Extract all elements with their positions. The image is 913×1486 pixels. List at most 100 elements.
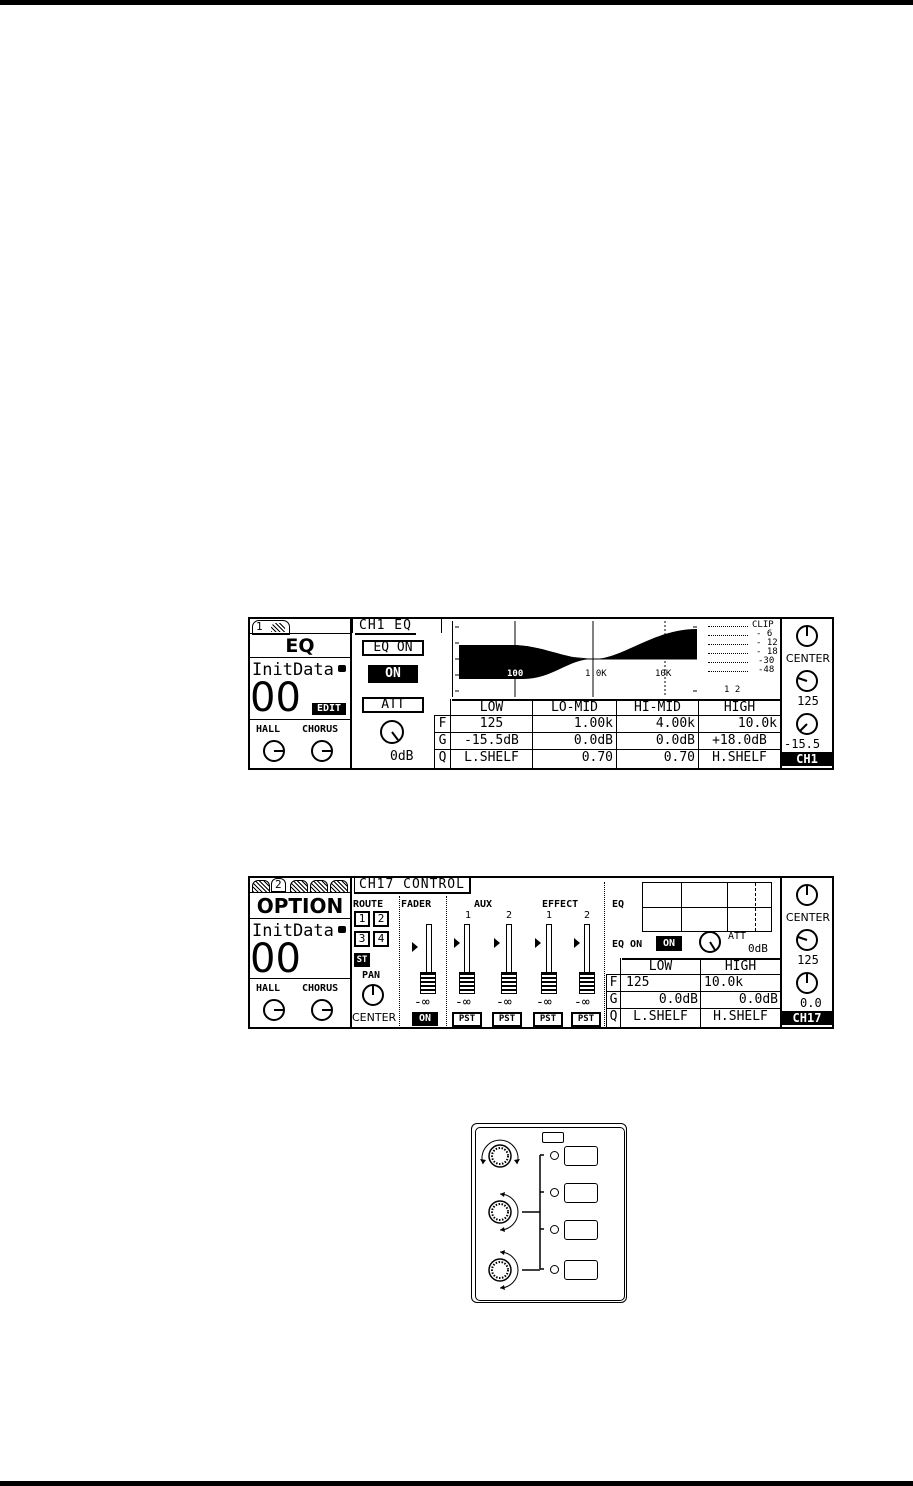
- meter-label-18: - 18: [756, 647, 778, 657]
- gain-low[interactable]: -15.5dB: [464, 733, 519, 748]
- meter-channels: 1 2: [724, 685, 741, 695]
- gain-hi-mid[interactable]: 0.0dB: [655, 733, 695, 748]
- pan-knob-icon[interactable]: [360, 982, 388, 1008]
- pan-knob-icon[interactable]: [794, 623, 822, 649]
- meter-label-12: - 12: [756, 638, 778, 648]
- freq-axis-label-1k: 1.0K: [585, 669, 607, 679]
- effect-2-pst-button[interactable]: PST: [571, 1012, 601, 1027]
- scene-panel: 1 EQ InitData 00 EDIT HALL CHORUS: [250, 619, 352, 768]
- band-header-high: HIGH: [724, 959, 757, 974]
- effect-1-cap[interactable]: [541, 972, 557, 994]
- freq-knob-icon[interactable]: [794, 927, 822, 953]
- eq-lcd-screen: 1 EQ InitData 00 EDIT HALL CHORUS CH1 EQ…: [248, 617, 834, 770]
- panel-button-4[interactable]: [564, 1260, 598, 1280]
- aux-2-cap[interactable]: [501, 972, 517, 994]
- freq-lo-mid[interactable]: 1.00k: [573, 716, 613, 731]
- gain-knob-icon[interactable]: [794, 970, 822, 996]
- pan-knob-icon-right[interactable]: [794, 882, 822, 908]
- middle-rotary-encoder-icon[interactable]: [478, 1190, 522, 1234]
- row-label-g: G: [609, 992, 618, 1007]
- top-rule: [0, 0, 913, 5]
- knob-column: CENTER 125 0.0 CH17: [780, 878, 834, 1027]
- fader-cap[interactable]: [420, 972, 436, 994]
- aux-2-number: 2: [506, 910, 513, 921]
- q-low[interactable]: L.SHELF: [464, 750, 519, 765]
- q-high[interactable]: H.SHELF: [713, 1009, 768, 1024]
- meter-label-6: - 6: [756, 629, 773, 639]
- channel-title: CH17 CONTROL: [354, 878, 471, 894]
- route-button-3[interactable]: 3: [354, 931, 370, 947]
- eq-parameter-table: LOW LO-MID HI-MID HIGH F G Q 125 1.00k 4…: [434, 699, 780, 768]
- freq-hi-mid[interactable]: 4.00k: [655, 716, 695, 731]
- route-button-2[interactable]: 2: [373, 911, 389, 927]
- gain-knob-icon[interactable]: [794, 711, 822, 737]
- aux-1-pst-button[interactable]: PST: [452, 1012, 482, 1027]
- control-panel-illustration: [471, 1123, 627, 1303]
- button-connector-lines: [522, 1154, 544, 1271]
- fader-label: FADER: [401, 899, 432, 910]
- channel-badge: CH1: [782, 752, 832, 766]
- q-hi-mid[interactable]: 0.70: [663, 750, 695, 765]
- lock-icon: [338, 665, 346, 672]
- row-label-q: Q: [609, 1009, 618, 1024]
- hall-knob-icon[interactable]: [262, 998, 288, 1022]
- hall-knob-icon[interactable]: [262, 739, 288, 763]
- eq-on-label: EQ ON: [612, 939, 643, 950]
- gain-high[interactable]: 0.0dB: [738, 992, 778, 1007]
- band-header-low: LOW: [479, 700, 504, 715]
- gain-low[interactable]: 0.0dB: [658, 992, 698, 1007]
- eq-on-button[interactable]: ON: [656, 936, 682, 951]
- q-high[interactable]: H.SHELF: [712, 750, 767, 765]
- q-low[interactable]: L.SHELF: [633, 1009, 688, 1024]
- pan-value: CENTER: [352, 1011, 397, 1024]
- page-tab[interactable]: 1: [252, 620, 290, 635]
- bottom-rotary-encoder-icon[interactable]: [478, 1248, 522, 1292]
- att-knob-icon[interactable]: [698, 930, 724, 956]
- route-st-button[interactable]: ST: [354, 953, 370, 967]
- edit-badge: EDIT: [312, 703, 346, 715]
- freq-low[interactable]: 125: [626, 975, 650, 990]
- gain-lo-mid[interactable]: 0.0dB: [573, 733, 613, 748]
- led-4-icon: [550, 1265, 559, 1274]
- route-button-1[interactable]: 1: [354, 911, 370, 927]
- level-meter: CLIP - 6 - 12 - 18 -30 -48 1 2: [702, 621, 780, 697]
- effect-2-cap[interactable]: [579, 972, 595, 994]
- freq-high[interactable]: 10.0k: [737, 716, 777, 731]
- freq-axis-label-100: 100: [507, 669, 524, 679]
- q-lo-mid[interactable]: 0.70: [581, 750, 613, 765]
- aux-1-level: -∞: [455, 995, 471, 1010]
- option-lcd-screen: 2 OPTION InitData 00 HALL CHORUS CH17 CO…: [248, 876, 834, 1029]
- att-knob-icon[interactable]: [378, 718, 408, 748]
- eq-on-button[interactable]: ON: [368, 665, 418, 683]
- page-tabs[interactable]: 2: [250, 878, 350, 893]
- freq-high[interactable]: 10.0k: [704, 975, 744, 990]
- indicator-button[interactable]: [542, 1132, 564, 1143]
- row-label-q: Q: [438, 750, 447, 765]
- freq-knob-icon[interactable]: [794, 668, 822, 694]
- eq-mini-graph: [642, 882, 772, 932]
- aux-label: AUX: [474, 899, 493, 910]
- aux-1-number: 1: [465, 910, 472, 921]
- hall-label: HALL: [256, 724, 281, 735]
- effect-label: EFFECT: [542, 899, 579, 910]
- aux-2-pst-button[interactable]: PST: [492, 1012, 522, 1027]
- band-header-high: HIGH: [723, 700, 756, 715]
- panel-button-2[interactable]: [564, 1183, 598, 1203]
- top-rotary-encoder-icon[interactable]: [478, 1134, 522, 1178]
- channel-badge: CH17: [782, 1011, 832, 1025]
- chorus-knob-icon[interactable]: [310, 739, 336, 763]
- panel-button-1[interactable]: [564, 1146, 598, 1166]
- eq-curve-graph: 100 1.0K 10K: [452, 621, 699, 697]
- gain-high[interactable]: +18.0dB: [712, 733, 767, 748]
- fader-pointer-icon: [412, 942, 418, 952]
- freq-low[interactable]: 125: [479, 716, 504, 731]
- scene-memory-number: 00: [250, 675, 301, 721]
- bottom-rule: [0, 1481, 913, 1486]
- aux-1-pointer-icon: [454, 938, 460, 948]
- aux-1-cap[interactable]: [459, 972, 475, 994]
- route-button-4[interactable]: 4: [373, 931, 389, 947]
- effect-1-pst-button[interactable]: PST: [533, 1012, 563, 1027]
- fader-on-button[interactable]: ON: [412, 1012, 438, 1026]
- panel-button-3[interactable]: [564, 1220, 598, 1240]
- chorus-knob-icon[interactable]: [310, 998, 336, 1022]
